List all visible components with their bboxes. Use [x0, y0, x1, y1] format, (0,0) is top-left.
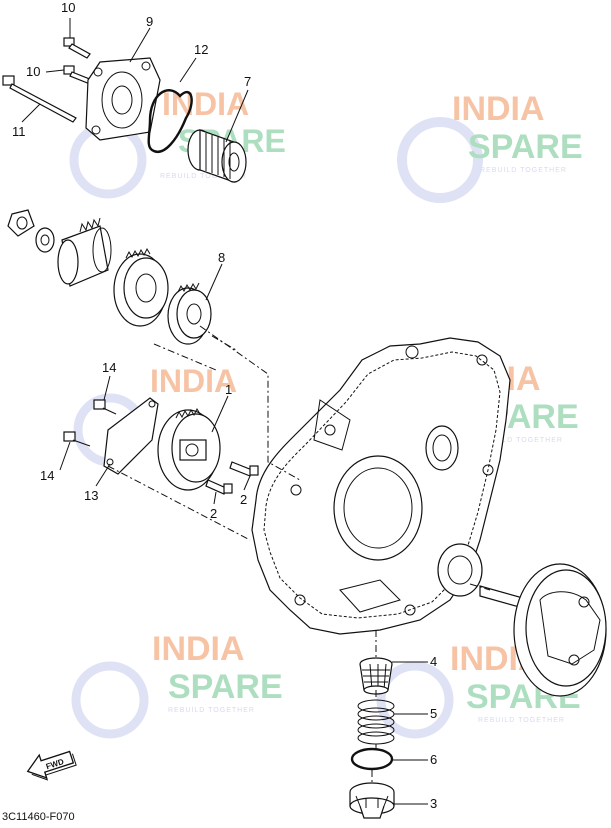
callout-6: 6: [430, 752, 437, 767]
svg-text:REBUILD TOGETHER: REBUILD TOGETHER: [480, 167, 567, 174]
oil-filter-cover-right[interactable]: [479, 563, 607, 697]
oil-pump-gasket-13[interactable]: [103, 397, 159, 475]
svg-text:REBUILD TOGETHER: REBUILD TOGETHER: [478, 717, 565, 724]
screw-2-lower[interactable]: [205, 479, 233, 495]
svg-text:INDIA: INDIA: [150, 363, 237, 399]
svg-text:INDIA: INDIA: [152, 630, 245, 668]
primary-drive-gear[interactable]: [57, 217, 112, 287]
crankcase-right[interactable]: [251, 337, 511, 635]
centerline-filter-cover: [469, 583, 491, 591]
callout-1: 1: [225, 382, 232, 397]
callout-4: 4: [430, 654, 437, 669]
callout-3: 3: [430, 796, 437, 811]
compression-spring-5[interactable]: [357, 699, 395, 745]
svg-text:SPARE: SPARE: [468, 128, 583, 166]
oil-pump-assembly-1[interactable]: [157, 407, 221, 491]
svg-text:REBUILD TOGETHER: REBUILD TOGETHER: [160, 173, 247, 180]
oil-pump-cover-9[interactable]: [85, 57, 161, 141]
svg-text:INDIA: INDIA: [452, 90, 545, 128]
callout-5: 5: [430, 706, 437, 721]
o-ring-6[interactable]: [350, 747, 394, 771]
leader-lines: [21, 18, 428, 805]
svg-text:SPARE: SPARE: [168, 668, 283, 706]
callout-10b: 10: [26, 64, 40, 79]
callout-9: 9: [146, 14, 153, 29]
washer-nut-stack[interactable]: [7, 209, 55, 253]
callout-13: 13: [84, 488, 98, 503]
screw-2-upper[interactable]: [229, 461, 259, 477]
centerline-strainer: [371, 630, 377, 784]
oil-pump-drive-gear-8[interactable]: [167, 282, 212, 345]
watermark-logo-top: INDIA SPARE REBUILD TOGETHER: [397, 90, 583, 203]
callout-11: 11: [12, 124, 26, 139]
callout-7: 7: [244, 74, 251, 89]
callout-2a: 2: [240, 492, 247, 507]
fwd-arrow-icon: FWD: [26, 750, 77, 781]
callout-12: 12: [194, 42, 208, 57]
centerline-gear-to-case: [199, 325, 301, 481]
bolt-11-long[interactable]: [2, 75, 77, 123]
watermark-logo-bottom: INDIA SPARE REBUILD TOGETHER INDIA SPARE…: [71, 630, 581, 739]
clutch-gear-hub[interactable]: [113, 247, 169, 327]
callout-8: 8: [218, 250, 225, 265]
bolt-14-lower[interactable]: [63, 431, 91, 447]
callout-14b: 14: [40, 468, 54, 483]
drain-plug-3[interactable]: [349, 782, 395, 819]
drawing-code: 3C11460-F070: [2, 811, 75, 823]
svg-text:REBUILD TOGETHER: REBUILD TOGETHER: [168, 707, 255, 714]
centerline-pump-to-case: [153, 335, 237, 371]
svg-text:REBUILD TOGETHER: REBUILD TOGETHER: [476, 437, 563, 444]
centerline-gasket-to-case: [107, 465, 251, 541]
callout-14a: 14: [102, 360, 116, 375]
oil-strainer-4[interactable]: [359, 657, 393, 695]
bolt-14-upper[interactable]: [93, 399, 117, 415]
oil-filter-element-7[interactable]: [187, 129, 247, 183]
o-ring-12[interactable]: [147, 89, 193, 153]
callout-10a: 10: [61, 0, 75, 15]
callout-2b: 2: [210, 506, 217, 521]
bolt-10-upper[interactable]: [63, 37, 91, 59]
